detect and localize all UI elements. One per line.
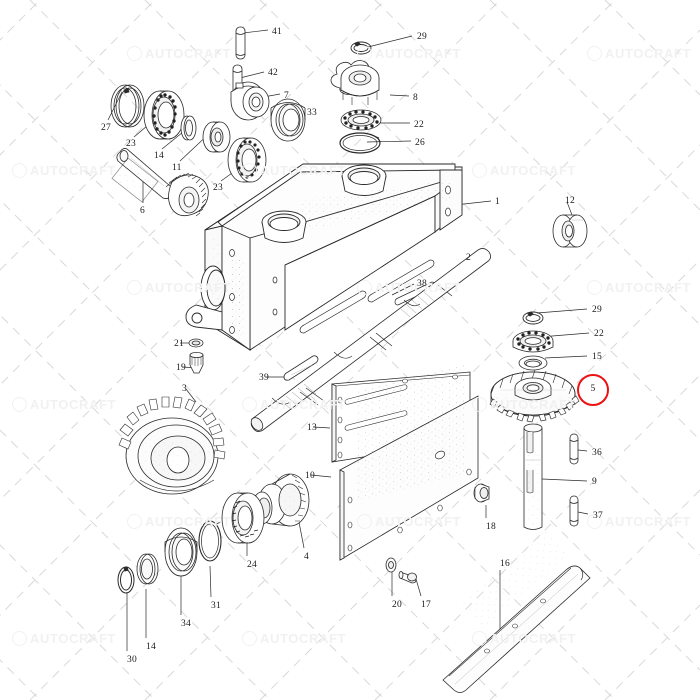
part-10-side-cover-plate: [339, 363, 479, 561]
part-19-drain-plug: [189, 351, 204, 374]
callout-number-42: 42: [268, 68, 278, 78]
part-bushing-center: [202, 121, 231, 153]
callout-number-6: 6: [140, 206, 145, 216]
callout-number-29: 29: [592, 305, 602, 315]
part-8-top-cover-flange: [330, 60, 380, 105]
part-39-woodruff-key: [283, 355, 319, 381]
part-5-drive-sprocket-gear: [489, 369, 580, 423]
part-15-shim-washer: [518, 355, 548, 371]
part-41-pin: [235, 26, 246, 60]
callout-number-39: 39: [259, 373, 269, 383]
highlighted-callout-number: 5: [590, 384, 596, 394]
part-24-needle-bearing: [221, 492, 265, 544]
callout-number-27: 27: [101, 123, 111, 133]
callout-number-7: 7: [284, 91, 289, 101]
callout-number-10: 10: [305, 471, 315, 481]
callout-number-13: 13: [307, 423, 317, 433]
highlighted-part-ring: [577, 374, 609, 406]
callout-number-20: 20: [392, 600, 402, 610]
part-21-oring: [188, 338, 204, 348]
part-36-dowel-pin: [569, 433, 579, 465]
callout-number-34: 34: [181, 619, 191, 629]
callout-number-8: 8: [413, 93, 418, 103]
part-2-input-shaft: [250, 248, 491, 432]
callout-number-30: 30: [127, 655, 137, 665]
part-27-snap-ring: [110, 84, 145, 128]
callout-number-2: 2: [466, 253, 471, 263]
callout-number-1: 1: [495, 197, 500, 207]
part-29-circlip-right: [522, 311, 544, 325]
callout-number-12: 12: [565, 196, 575, 206]
callout-number-4: 4: [304, 552, 309, 562]
callout-number-23: 23: [213, 183, 223, 193]
part-23-tapered-bearing-b: [227, 137, 267, 183]
callout-number-3: 3: [182, 384, 187, 394]
callout-number-38: 38: [417, 279, 427, 289]
callout-number-22: 22: [594, 329, 604, 339]
callout-number-11: 11: [172, 163, 182, 173]
part-23-tapered-bearing-a: [143, 90, 185, 140]
callout-number-19: 19: [176, 363, 186, 373]
part-29-circlip-top: [350, 41, 372, 55]
callout-number-17: 17: [421, 600, 431, 610]
part-14-retaining-ring-b: [136, 553, 159, 585]
part-3-bevel-gear: [118, 396, 226, 495]
callout-number-14: 14: [146, 642, 156, 652]
part-1-main-housing: [185, 163, 463, 351]
callout-number-26: 26: [415, 138, 425, 148]
part-33-oil-seal: [270, 98, 306, 142]
part-30-small-snap-ring: [117, 566, 135, 594]
part-17-bolt: [398, 571, 417, 584]
part-20-washer: [385, 557, 397, 573]
part-31-retainer-ring: [198, 520, 222, 562]
callout-number-41: 41: [272, 27, 282, 37]
part-7-bearing-carrier: [230, 81, 270, 121]
callout-number-29: 29: [417, 32, 427, 42]
callout-number-16: 16: [500, 559, 510, 569]
part-37-roll-pin: [569, 495, 579, 527]
callout-number-14: 14: [154, 151, 164, 161]
callout-number-37: 37: [593, 511, 603, 521]
part-12-bushing: [552, 214, 588, 248]
part-34-seal-housing: [164, 527, 198, 577]
callout-number-9: 9: [592, 477, 597, 487]
part-14-retaining-ring-a: [180, 115, 197, 141]
part-9-vertical-shaft: [523, 423, 543, 530]
callout-number-15: 15: [592, 352, 602, 362]
callout-number-23: 23: [126, 139, 136, 149]
part-18-plug-fitting: [473, 483, 490, 503]
callout-number-24: 24: [247, 560, 257, 570]
callout-number-21: 21: [174, 339, 184, 349]
callout-number-36: 36: [592, 448, 602, 458]
callout-number-31: 31: [211, 601, 221, 611]
part-22-ball-bearing-top: [340, 109, 382, 131]
part-22-ball-bearing-right: [512, 330, 554, 353]
part-16-mounting-rail: [442, 527, 591, 693]
callout-number-33: 33: [307, 108, 317, 118]
part-4-clutch-hub: [251, 473, 310, 527]
part-11-pinion-gear: [165, 172, 209, 217]
callout-number-22: 22: [414, 120, 424, 130]
part-26-seal-ring: [339, 132, 381, 154]
callout-number-18: 18: [486, 522, 496, 532]
